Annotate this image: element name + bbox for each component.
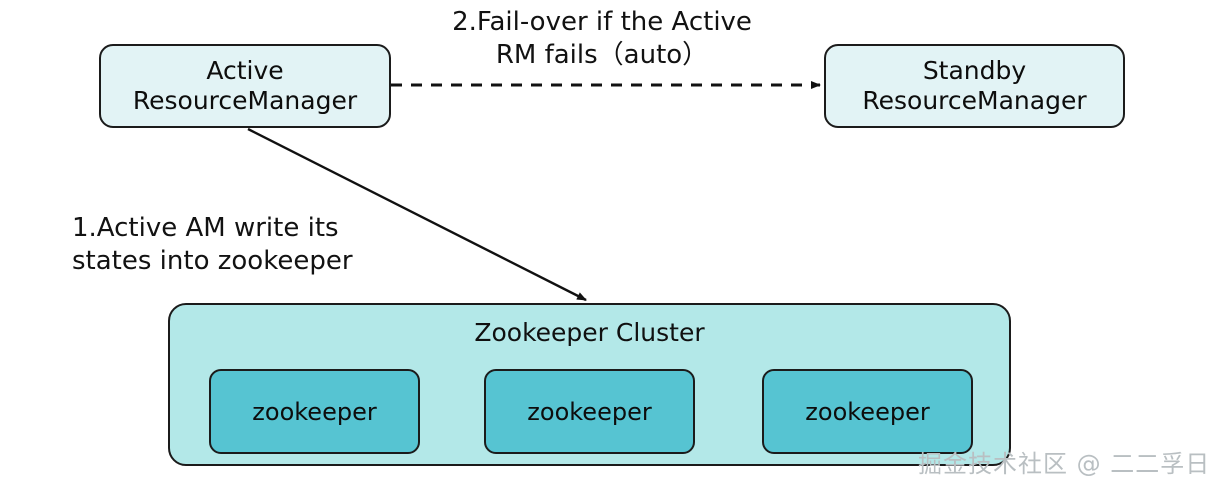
node-standby-resourcemanager[interactable]: Standby ResourceManager [824, 44, 1125, 128]
zookeeper-cluster-title: Zookeeper Cluster [474, 318, 705, 347]
annotation-write-states: 1.Active AM write its states into zookee… [72, 213, 353, 277]
node-zookeeper-instance[interactable]: zookeeper [209, 369, 420, 454]
standby-rm-label-line1: Standby [922, 55, 1027, 85]
edge-active-rm-to-zookeeper [247, 127, 587, 302]
annotation-failover: 2.Fail-over if the Active RM fails（auto） [452, 7, 752, 71]
node-active-resourcemanager[interactable]: Active ResourceManager [99, 44, 391, 128]
active-rm-label-line2: ResourceManager [132, 86, 358, 115]
active-rm-label-line1: Active [206, 55, 284, 85]
node-zookeeper-cluster[interactable]: Zookeeper Cluster zookeeper zookeeper zo… [168, 303, 1011, 466]
node-zookeeper-instance[interactable]: zookeeper [484, 369, 695, 454]
standby-rm-label-line2: ResourceManager [862, 86, 1087, 115]
watermark: 掘金技术社区 @ 二二孚日 [918, 450, 1211, 478]
node-zookeeper-instance[interactable]: zookeeper [762, 369, 973, 454]
